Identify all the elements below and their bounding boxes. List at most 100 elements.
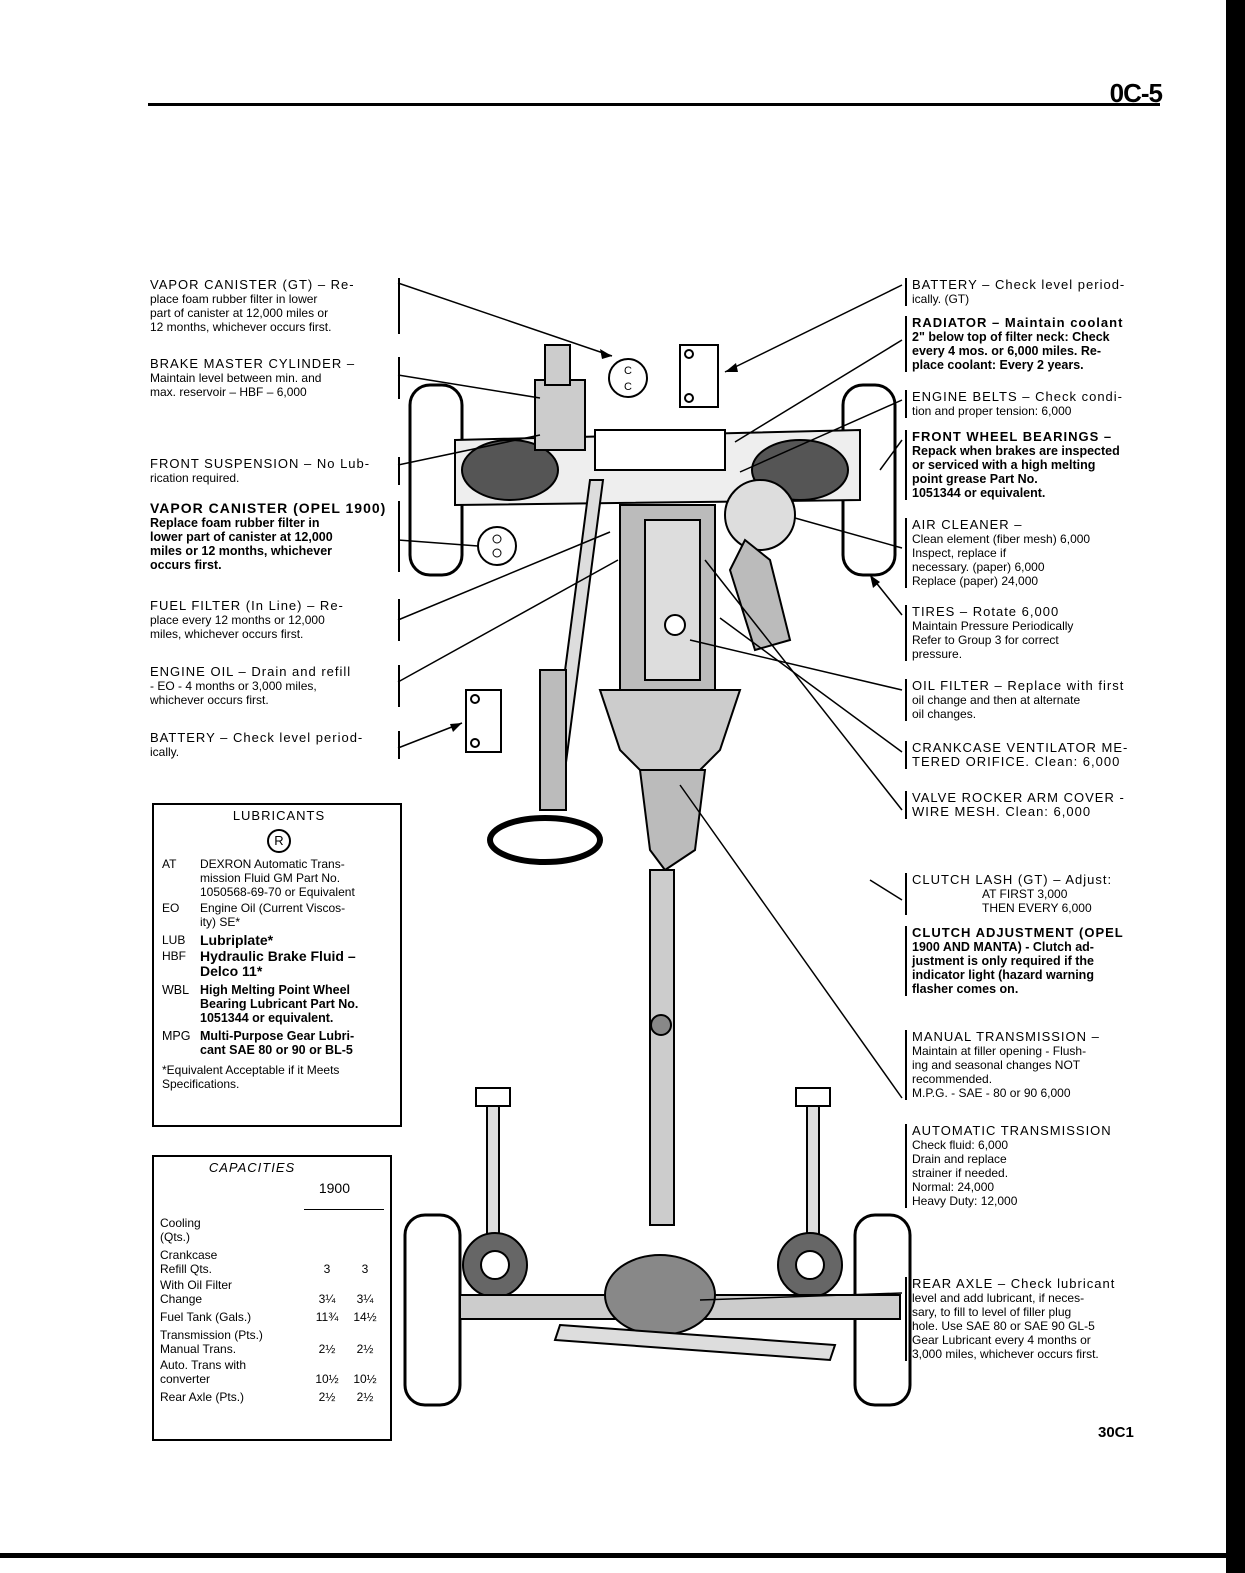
leader-lines (397, 282, 903, 1301)
vapor-canister-gt-icon (608, 358, 648, 398)
scan-edge-bottom (0, 1553, 1245, 1558)
note-heading: FRONT WHEEL BEARINGS – (912, 429, 1113, 444)
lubricants-title: LUBRICANTS (232, 808, 326, 823)
transmission (638, 769, 707, 872)
note-oil-filter: OIL FILTER – Replace with first oil chan… (905, 679, 1157, 721)
capacity-row: Cooling (Qts.) (160, 1216, 201, 1244)
note-body: WIRE MESH. Clean: 6,000 (912, 804, 1092, 819)
note-heading: RADIATOR – Maintain coolant (912, 315, 1124, 330)
note-heading: FUEL FILTER (In Line) – Re- (150, 598, 344, 613)
note-valve-rocker-cover: VALVE ROCKER ARM COVER - WIRE MESH. Clea… (905, 791, 1157, 819)
header-rule (148, 103, 1160, 106)
note-body: Replace foam rubber filter in lower part… (150, 516, 333, 572)
note-body: AT FIRST 3,000 THEN EVERY 6,000 (982, 887, 1092, 915)
note-body: Clean element (fiber mesh) 6,000 Inspect… (912, 532, 1091, 588)
canister-label: C (624, 381, 632, 393)
note-heading: VAPOR CANISTER (GT) – Re- (150, 277, 355, 292)
note-heading: AUTOMATIC TRANSMISSION (912, 1123, 1112, 1138)
note-body: - EO - 4 months or 3,000 miles, whicheve… (150, 679, 317, 707)
note-heading: REAR AXLE – Check lubricant (912, 1276, 1116, 1291)
note-heading: VAPOR CANISTER (OPEL 1900) (150, 500, 387, 516)
note-crankcase-ventilator: CRANKCASE VENTILATOR ME- TERED ORIFICE. … (905, 741, 1157, 769)
lubricants-footnote: *Equivalent Acceptable if it Meets Speci… (162, 1063, 340, 1091)
note-body: rication required. (150, 471, 240, 485)
note-body: oil change and then at alternate oil cha… (912, 693, 1081, 721)
rear-left-tire (403, 1213, 462, 1407)
capacities-column-header: 1900 (318, 1180, 350, 1196)
note-rear-axle: REAR AXLE – Check lubricant level and ad… (905, 1277, 1157, 1361)
rear-left-shock (486, 1099, 500, 1241)
note-clutch-lash: CLUTCH LASH (GT) – Adjust: AT FIRST 3,00… (905, 873, 1157, 915)
differential (604, 1254, 716, 1336)
note-battery-gt: BATTERY – Check level period- ically. (G… (905, 278, 1157, 306)
note-engine-belts: ENGINE BELTS – Check condi- tion and pro… (905, 390, 1157, 418)
note-body: ically. (150, 745, 180, 759)
note-engine-oil: ENGINE OIL – Drain and refill - EO - 4 m… (150, 665, 400, 707)
note-body: 2" below top of filter neck: Check every… (912, 330, 1110, 372)
note-heading: CRANKCASE VENTILATOR ME- (912, 740, 1129, 755)
capacities-table: CAPACITIES 1900 Cooling (Qts.) Crankcase… (152, 1155, 392, 1441)
note-heading: FRONT SUSPENSION – No Lub- (150, 456, 371, 471)
note-tires: TIRES – Rotate 6,000 Maintain Pressure P… (905, 605, 1157, 661)
note-body: 1900 AND MANTA) - Clutch ad- justment is… (912, 940, 1094, 996)
bellhousing (598, 689, 742, 771)
note-vapor-canister-gt: VAPOR CANISTER (GT) – Re- place foam rub… (150, 278, 400, 334)
note-heading: MANUAL TRANSMISSION – (912, 1029, 1100, 1044)
note-heading: CLUTCH LASH (GT) – Adjust: (912, 872, 1113, 887)
note-body: Maintain level between min. and max. res… (150, 371, 322, 399)
canister-label: C (624, 365, 632, 377)
capacities-title: CAPACITIES (208, 1160, 296, 1175)
note-heading: TIRES – Rotate 6,000 (912, 604, 1060, 619)
note-body: ically. (GT) (912, 292, 970, 306)
note-body: place every 12 months or 12,000 miles, w… (150, 613, 325, 641)
vapor-canister-1900-icon (477, 526, 517, 566)
front-left-hub (461, 439, 559, 501)
note-heading: BATTERY – Check level period- (912, 277, 1126, 292)
note-body: place foam rubber filter in lower part o… (150, 292, 332, 334)
air-intake-hose (728, 538, 792, 652)
column-rule (304, 1209, 384, 1210)
note-front-wheel-bearings: FRONT WHEEL BEARINGS – Repack when brake… (905, 430, 1157, 500)
scan-edge-right (1226, 0, 1245, 1573)
rear-right-shock (806, 1099, 820, 1241)
note-heading: BRAKE MASTER CYLINDER – (150, 356, 356, 371)
note-automatic-transmission: AUTOMATIC TRANSMISSION Check fluid: 6,00… (905, 1124, 1157, 1208)
note-heading: VALVE ROCKER ARM COVER - (912, 790, 1125, 805)
oil-filler (664, 614, 686, 636)
note-body: TERED ORIFICE. Clean: 6,000 (912, 754, 1121, 769)
registered-symbol: R (162, 829, 396, 853)
note-body: Check fluid: 6,000 Drain and replace str… (912, 1138, 1018, 1208)
note-heading: CLUTCH ADJUSTMENT (OPEL (912, 925, 1124, 940)
note-body: Repack when brakes are inspected or serv… (912, 444, 1120, 500)
footer-code: 30C1 (1098, 1424, 1134, 1441)
note-heading: ENGINE BELTS – Check condi- (912, 389, 1123, 404)
panhard-rod (553, 1323, 837, 1362)
note-body: Maintain at filler opening - Flush- ing … (912, 1044, 1087, 1100)
note-air-cleaner: AIR CLEANER – Clean element (fiber mesh)… (905, 518, 1157, 588)
driveshaft (649, 869, 675, 1226)
note-brake-master-cylinder: BRAKE MASTER CYLINDER – Maintain level b… (150, 357, 400, 399)
note-body: level and add lubricant, if neces- sary,… (912, 1291, 1099, 1361)
note-vapor-canister-1900: VAPOR CANISTER (OPEL 1900) Replace foam … (150, 501, 400, 572)
note-fuel-filter: FUEL FILTER (In Line) – Re- place every … (150, 599, 400, 641)
note-radiator: RADIATOR – Maintain coolant 2" below top… (905, 316, 1157, 372)
note-heading: OIL FILTER – Replace with first (912, 678, 1125, 693)
note-manual-transmission: MANUAL TRANSMISSION – Maintain at filler… (905, 1030, 1157, 1100)
brake-master-cylinder (534, 379, 586, 451)
note-heading: ENGINE OIL – Drain and refill (150, 664, 352, 679)
note-battery: BATTERY – Check level period- ically. (150, 731, 400, 759)
steering-wheel (487, 815, 603, 865)
